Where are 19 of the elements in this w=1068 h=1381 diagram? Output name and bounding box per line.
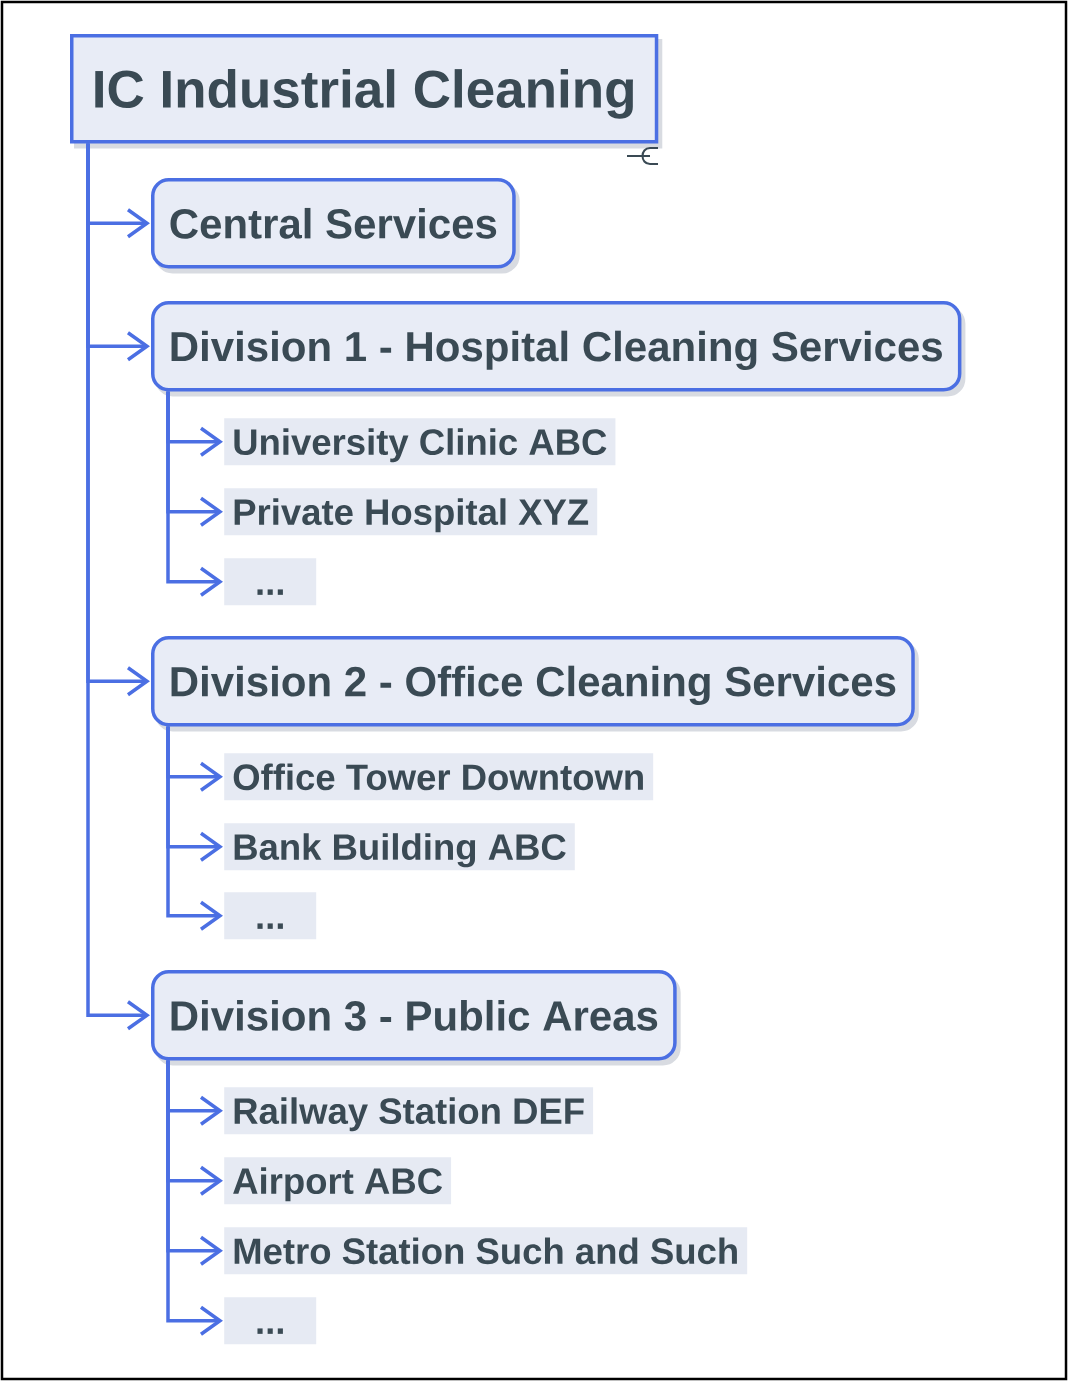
subtopic-box: Office Tower Downtown bbox=[224, 753, 654, 801]
subtopic-box: ... bbox=[224, 558, 317, 606]
root-box: IC Industrial Cleaning bbox=[70, 34, 663, 149]
subtopic-box: Bank Building ABC bbox=[224, 823, 575, 871]
subtopic-box: Private Hospital XYZ bbox=[224, 488, 598, 536]
topic-box: Division 3 - Public Areas bbox=[151, 970, 681, 1066]
connector-arrow bbox=[166, 726, 223, 931]
topic-box: Central Services bbox=[151, 178, 520, 274]
connector-arrow bbox=[166, 1060, 223, 1336]
subtopic-box: ... bbox=[224, 892, 317, 940]
subtopic-box: Railway Station DEF bbox=[224, 1087, 594, 1135]
connector-arrow bbox=[166, 391, 223, 597]
connector-arrow bbox=[86, 143, 150, 1031]
subtopic-box: Airport ABC bbox=[224, 1157, 452, 1205]
topic-box: Division 2 - Office Cleaning Services bbox=[151, 636, 919, 732]
subtopic-box: ... bbox=[224, 1297, 317, 1345]
topic-box: Division 1 - Hospital Cleaning Services bbox=[151, 301, 966, 397]
subtopic-box: University Clinic ABC bbox=[224, 418, 616, 466]
subtopic-box: Metro Station Such and Such bbox=[224, 1227, 748, 1275]
